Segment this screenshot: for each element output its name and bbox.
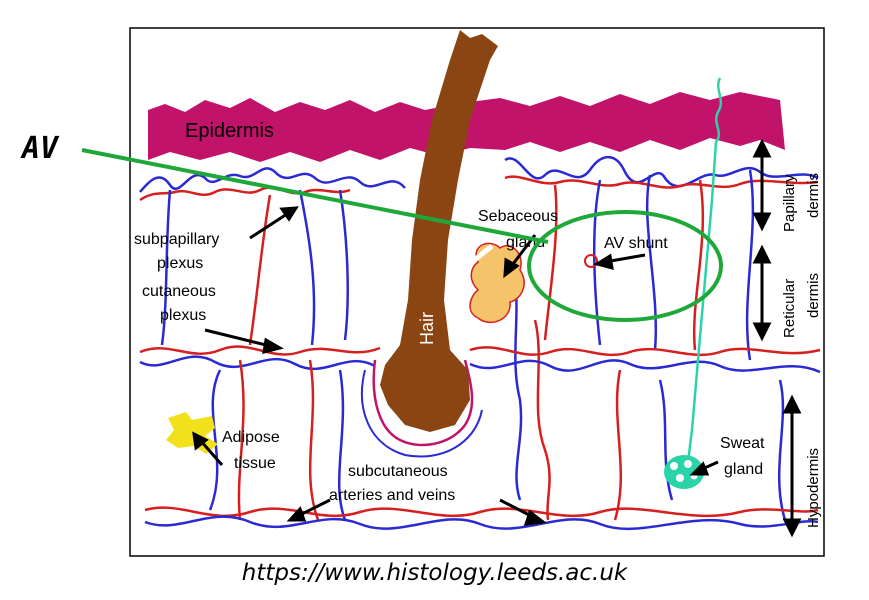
layer-range-arrows — [752, 138, 802, 538]
label-reticular-1: Reticular — [781, 279, 798, 338]
hair-follicle-inner — [360, 369, 483, 458]
label-epidermis: Epidermis — [185, 120, 274, 142]
label-reticular-2: dermis — [805, 273, 822, 318]
av-shunt-loop — [584, 254, 598, 268]
label-sebaceous-1: Sebaceous — [478, 208, 558, 225]
av-highlight-ellipse — [527, 210, 723, 322]
hypodermal-vessels — [144, 359, 819, 531]
label-av-shunt: AV shunt — [604, 235, 668, 252]
skin-diagram: Epidermis Hair Sebaceous gland AV shunt … — [20, 27, 825, 557]
label-subpapillary-1: subpapillary — [134, 231, 219, 248]
sweat-gland-coil — [664, 455, 704, 489]
label-hypodermis: Hypodermis — [805, 448, 822, 528]
label-sweat-2: gland — [724, 461, 763, 478]
label-cutaneous-2: plexus — [160, 307, 206, 324]
av-label: AV — [20, 131, 60, 166]
label-adipose-1: Adipose — [222, 429, 280, 446]
label-adipose-2: tissue — [234, 455, 276, 472]
label-subcutaneous-2: arteries and veins — [329, 487, 455, 504]
cutaneous-plexus — [139, 345, 821, 374]
dermal-vessels — [160, 169, 755, 521]
label-sweat-1: Sweat — [720, 435, 765, 452]
label-hair: Hair — [417, 312, 437, 345]
sweat-duct — [686, 77, 723, 463]
label-cutaneous-1: cutaneous — [142, 283, 216, 300]
label-subpapillary-2: plexus — [157, 255, 203, 272]
label-papillary-2: dermis — [805, 173, 822, 218]
source-url: https://www.histology.leeds.ac.uk — [241, 560, 628, 586]
label-papillary-1: Papillary — [781, 174, 798, 232]
hair-follicle — [372, 359, 474, 447]
hair-shaft — [380, 30, 498, 432]
av-pointer-line — [81, 148, 549, 244]
label-subcutaneous-1: subcutaneous — [348, 463, 448, 480]
sebaceous-duct — [470, 244, 494, 264]
pointer-arrows — [192, 206, 719, 526]
